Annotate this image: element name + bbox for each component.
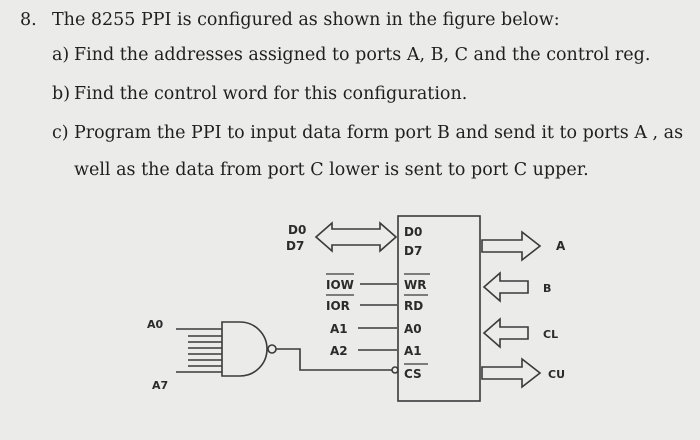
question-stem: The 8255 PPI is configured as shown in t… [52,10,560,30]
gate-a7-label: A7 [152,379,168,392]
chip-a0-label: A0 [404,322,422,336]
port-a-arrow [481,230,542,262]
cpu-d0-label: D0 [288,223,306,237]
chip-wr-label: WR [404,278,426,292]
part-c-text: Program the PPI to input data form port … [74,123,684,143]
chip-d7-label: D7 [404,244,422,258]
a1-label: A1 [330,322,348,336]
port-b-arrow [482,271,529,303]
ior-label: IOR [326,299,350,313]
part-a-label: a) [52,45,70,65]
port-cl-arrow [482,317,529,349]
port-b-label: B [543,282,551,295]
nand-bubble [267,344,277,354]
cpu-d7-label: D7 [286,239,304,253]
chip-rd-label: RD [404,299,423,313]
port-cu-arrow [481,357,542,389]
port-cl-label: CL [543,328,558,341]
cs-line [276,348,392,371]
part-c-continuation: well as the data from port C lower is se… [74,160,589,180]
a2-label: A2 [330,344,348,358]
port-cu-label: CU [548,368,565,381]
part-b-label: b) [52,84,71,104]
question-number: 8. [20,10,37,30]
cs-bubble [391,366,399,374]
chip-a1-label: A1 [404,344,422,358]
part-a-text: Find the addresses assigned to ports A, … [74,45,651,65]
nand-gate [221,321,268,377]
data-bus-arrow [314,221,398,253]
ppi-chip-box [397,215,481,402]
part-c-label: c) [52,123,69,143]
iow-label: IOW [326,278,354,292]
chip-d0-label: D0 [404,225,422,239]
chip-cs-label: CS [404,367,422,381]
part-b-text: Find the control word for this configura… [74,84,468,104]
port-a-label: A [556,239,566,253]
gate-a0-label: A0 [147,318,164,331]
